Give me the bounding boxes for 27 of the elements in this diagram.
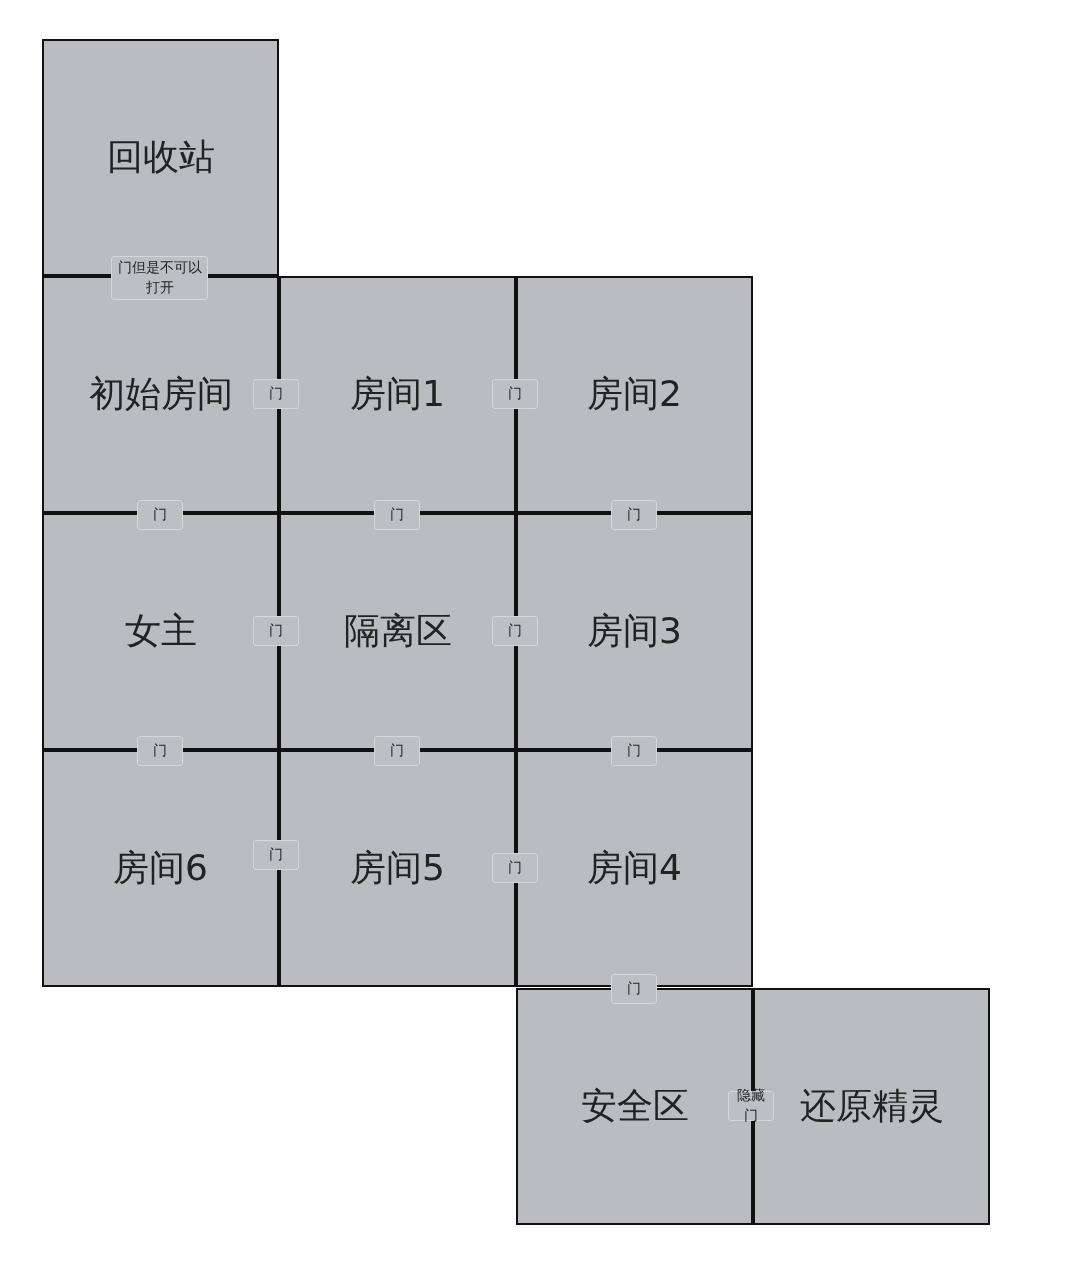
room-name: 还原精灵 [799,1084,944,1128]
door-marker: 门 [492,616,538,646]
room-name: 房间6 [113,846,208,890]
room-name: 女主 [124,609,197,653]
door-marker: 门 [137,736,183,766]
door-marker: 门 [611,736,657,766]
room [42,39,279,276]
room-name: 安全区 [580,1084,689,1128]
door-marker: 门 [492,853,538,883]
room-name: 初始房间 [88,372,233,416]
door-marker: 门 [492,379,538,409]
room-name: 隔离区 [343,609,452,653]
door-marker: 门 [374,500,420,530]
room-name: 房间1 [350,372,445,416]
door-marker: 门 [253,616,299,646]
room-name: 回收站 [106,135,215,179]
door-marker: 门但是不可以打开 [111,256,208,300]
door-marker: 门 [253,379,299,409]
door-marker: 门 [137,500,183,530]
room-name: 房间5 [350,846,445,890]
door-marker: 门 [611,974,657,1004]
door-marker: 门 [374,736,420,766]
room-name: 房间4 [587,846,682,890]
door-marker: 门 [611,500,657,530]
door-marker: 门 [253,840,299,870]
room-name: 房间2 [587,372,682,416]
room-name: 房间3 [587,609,682,653]
